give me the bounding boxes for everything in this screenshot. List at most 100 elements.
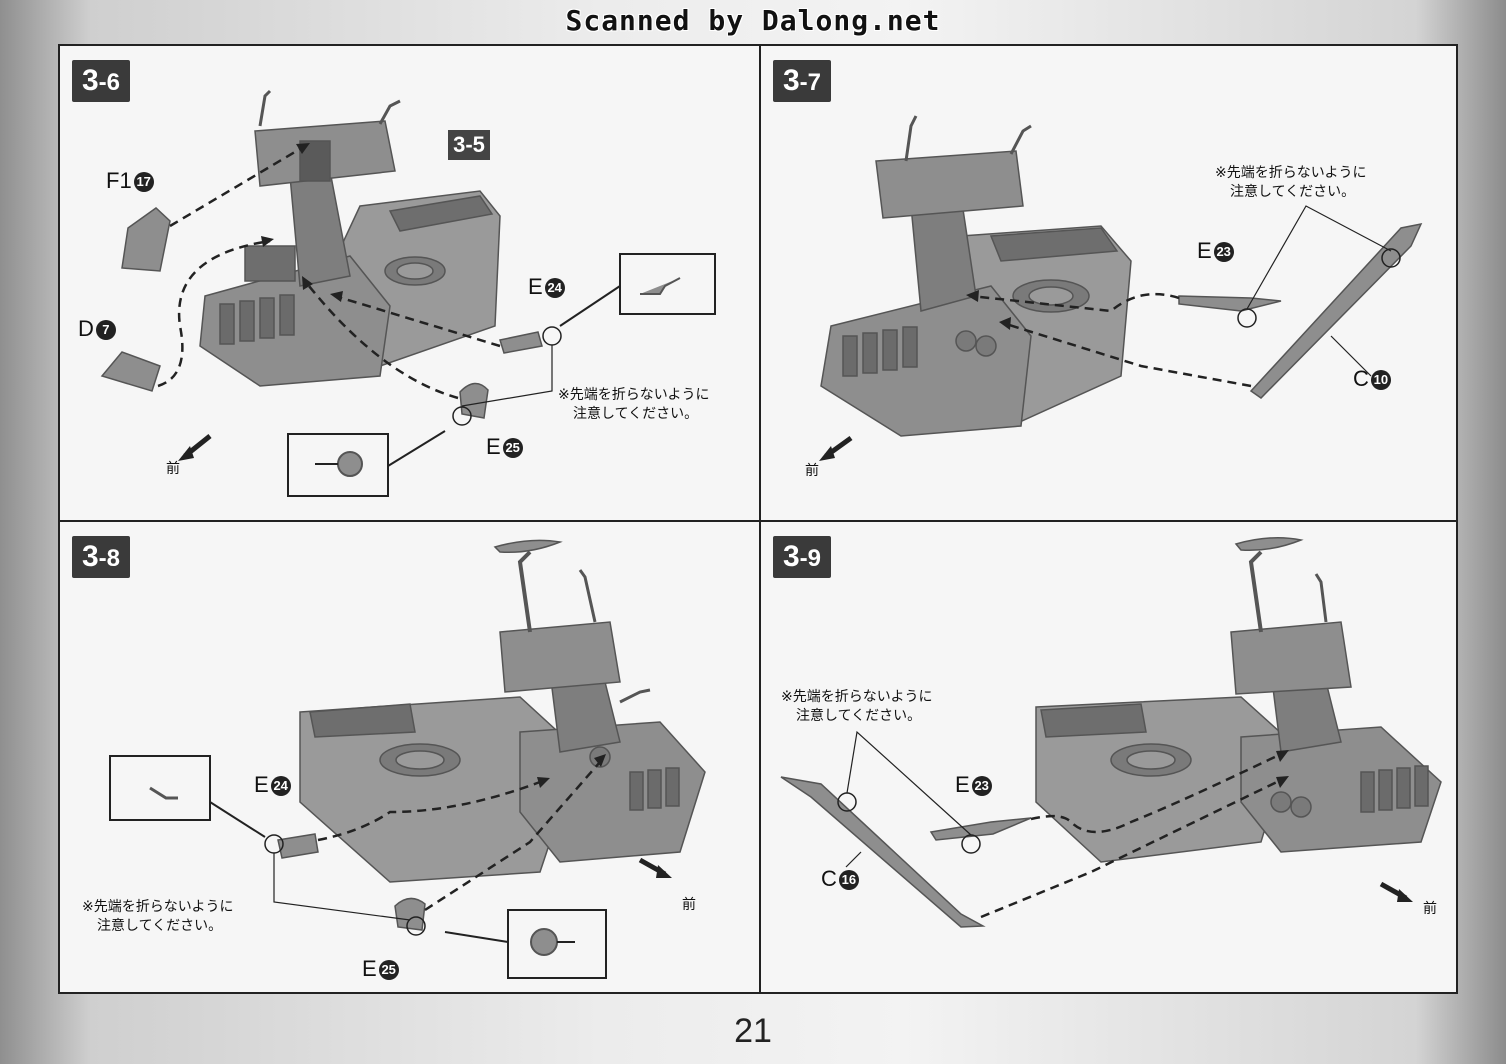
part-letter: E	[1197, 238, 1212, 263]
arrowheads	[261, 143, 343, 302]
base-vents	[1360, 765, 1429, 813]
substep-number: -6	[98, 69, 121, 96]
part-number: 10	[1370, 370, 1391, 390]
substep-number: -8	[98, 545, 121, 572]
caution-note: ※先端を折らないように 注意してください。	[1215, 164, 1366, 202]
part-number: 17	[133, 172, 154, 192]
panel-step-3-7: 3-7	[761, 46, 1458, 520]
caution-note: ※先端を折らないように 注意してください。	[558, 386, 709, 424]
step-number: 3	[81, 64, 99, 97]
caution-note: ※先端を折らないように 注意してください。	[781, 688, 932, 726]
panel-step-3-9: 3-9	[761, 522, 1458, 992]
part-e-25	[394, 897, 426, 931]
part-d-7	[100, 351, 161, 392]
bridge-tower	[493, 539, 706, 863]
bridge-tower	[1230, 537, 1442, 853]
step-badge: 3-8	[72, 536, 130, 578]
assembly-diagram	[819, 115, 1423, 461]
part-e-23	[1178, 295, 1282, 312]
assembly-diagram	[109, 539, 706, 979]
caution-line-2: 注意してください。	[796, 708, 922, 724]
base-vents	[842, 326, 918, 377]
front-label: 前	[166, 461, 180, 477]
assembly-guides	[970, 292, 1252, 388]
caution-line-1: ※先端を折らないように	[82, 899, 234, 915]
base-vents	[219, 294, 295, 345]
arrowheads	[537, 754, 606, 788]
base-vents	[629, 767, 680, 811]
step-badge: 3-9	[773, 536, 831, 578]
part-letter: E	[362, 956, 377, 981]
part-f1-17	[121, 207, 171, 272]
bridge-tower	[820, 115, 1032, 437]
reference-step-badge: 3-5	[448, 130, 490, 160]
part-number: 25	[502, 438, 523, 458]
caution-note: ※先端を折らないように 注意してください。	[82, 898, 233, 936]
arrowheads	[966, 290, 1011, 330]
front-label: 前	[682, 897, 696, 913]
step-badge: 3-6	[72, 60, 130, 102]
assembly-guides	[157, 144, 501, 400]
front-label: 前	[805, 463, 819, 479]
part-number: 25	[378, 960, 399, 980]
part-letter: E	[486, 434, 501, 459]
part-letter: C	[1353, 366, 1369, 391]
assembly-diagram	[780, 537, 1442, 928]
caution-line-2: 注意してください。	[573, 406, 699, 422]
panel-step-3-6: 3-6	[60, 46, 759, 520]
step-number: 3	[782, 540, 800, 573]
part-number: 23	[971, 776, 992, 796]
vertical-divider	[759, 44, 761, 994]
caution-line-1: ※先端を折らないように	[1215, 165, 1367, 181]
part-e-24	[277, 833, 319, 859]
caution-line-1: ※先端を折らないように	[558, 387, 710, 403]
part-e-24	[499, 331, 543, 354]
part-number: 23	[1213, 242, 1234, 262]
part-c-10	[1249, 222, 1423, 399]
page-number: 21	[734, 1012, 772, 1050]
arrowheads	[1276, 750, 1289, 788]
caution-line-2: 注意してください。	[1230, 184, 1356, 200]
part-letter: E	[955, 772, 970, 797]
substep-number: -7	[799, 69, 822, 96]
assembly-guides	[980, 752, 1282, 919]
scan-credit: Scanned by Dalong.net	[565, 4, 941, 37]
panel-step-3-8: 3-8	[60, 522, 759, 992]
part-e-23	[929, 817, 1032, 841]
front-label: 前	[1423, 901, 1437, 917]
part-number: 24	[544, 278, 565, 298]
part-c-16	[780, 776, 986, 928]
assembly-guides	[317, 761, 601, 912]
horizontal-divider	[58, 520, 1458, 522]
ship-hull	[299, 696, 581, 883]
assembly-diagram	[100, 89, 716, 497]
part-letter: E	[254, 772, 269, 797]
substep-number: -9	[799, 545, 822, 572]
detail-callout-e24	[109, 755, 211, 821]
part-letter: D	[78, 316, 94, 341]
part-number: 7	[95, 320, 116, 340]
caution-line-1: ※先端を折らないように	[781, 689, 933, 705]
part-letter: C	[821, 866, 837, 891]
part-letter: E	[528, 274, 543, 299]
part-e-25	[459, 382, 489, 419]
part-letter: F1	[106, 168, 132, 193]
step-number: 3	[81, 540, 99, 573]
step-number: 3	[782, 64, 800, 97]
part-number: 16	[838, 870, 859, 890]
step-badge: 3-7	[773, 60, 831, 102]
caution-line-2: 注意してください。	[97, 918, 223, 934]
detail-callout-e25	[507, 909, 607, 979]
part-number: 24	[270, 776, 291, 796]
ship-hull	[1035, 696, 1292, 863]
